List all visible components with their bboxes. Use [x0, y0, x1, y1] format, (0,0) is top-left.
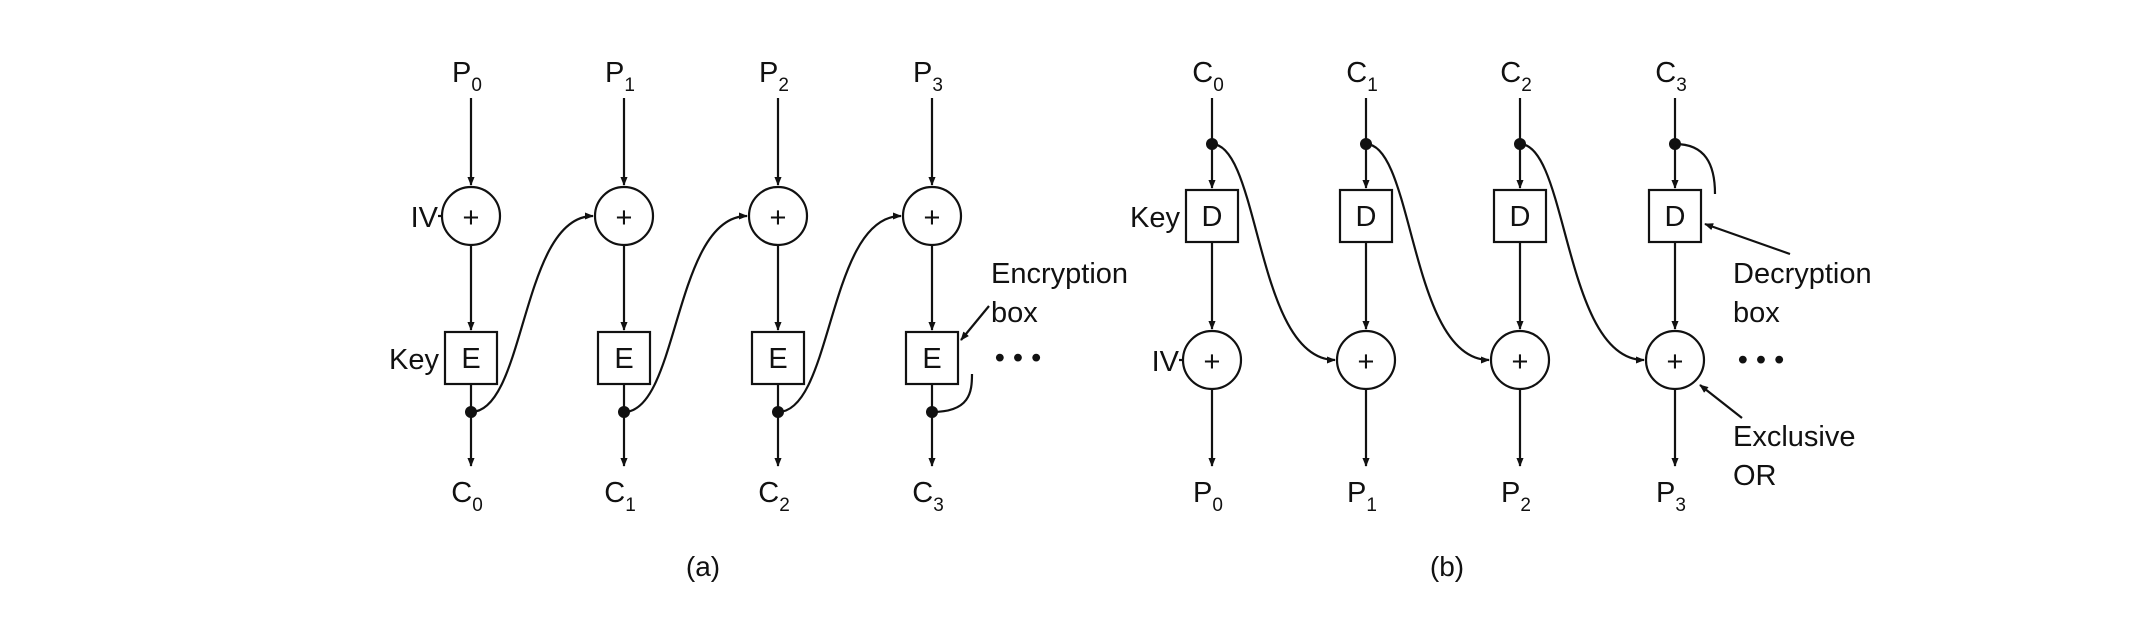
box-outline	[750, 330, 806, 386]
xor-plus-glyph: +	[924, 202, 941, 234]
box-letter: E	[922, 343, 941, 375]
xor-node: +	[593, 185, 655, 247]
box-outline	[596, 330, 652, 386]
decryption-box: D	[1338, 188, 1394, 244]
decryption-box: D	[1647, 188, 1703, 244]
annotation-pointer	[960, 305, 990, 341]
box-letter: D	[1510, 201, 1531, 233]
xor-node: +	[901, 185, 963, 247]
column-a-0: P0 + E C0	[440, 57, 502, 516]
encryption-box: E	[443, 330, 499, 386]
plaintext-label-p1: P1	[605, 57, 635, 96]
encryption-box: E	[750, 330, 806, 386]
xor-plus-glyph: +	[1667, 346, 1684, 378]
plaintext-label-p0: P0	[452, 57, 482, 96]
column-b-1: C1D + P1	[1335, 57, 1397, 516]
ciphertext-label-c1: C1	[604, 477, 636, 516]
annotation-box-line1: Decryption	[1733, 258, 1872, 290]
feedback-arrow-1	[1365, 142, 1490, 364]
xor-node: +	[440, 185, 502, 247]
xor-node: +	[1644, 329, 1706, 391]
annotation-xor-pointer	[1699, 384, 1743, 419]
encryption-box-annotation: Encryption box	[960, 258, 1128, 341]
feedback-arrow-1	[623, 212, 748, 414]
column-a-1: P1 + E C1	[593, 57, 655, 516]
key-label: Key	[1130, 202, 1180, 234]
annotation-xor-line2: OR	[1733, 460, 1777, 492]
box-letter: E	[768, 343, 787, 375]
plaintext-label-p2: P2	[1501, 477, 1531, 516]
ciphertext-label-c2: C2	[758, 477, 790, 516]
key-label: Key	[389, 344, 439, 376]
caption-b: (b)	[1430, 551, 1464, 582]
column-b-2: C2D + P2	[1489, 57, 1551, 516]
xor-plus-glyph: +	[463, 202, 480, 234]
decryption-box-annotation: Decryption box	[1704, 222, 1872, 329]
column-a-2: P2 + E C2	[747, 57, 809, 516]
annotation-box-line2: box	[1733, 297, 1780, 329]
ciphertext-label-c0: C0	[1192, 57, 1224, 96]
xor-plus-glyph: +	[770, 202, 787, 234]
box-letter: E	[461, 343, 480, 375]
ciphertext-label-c2: C2	[1500, 57, 1532, 96]
iv-label: IV	[1152, 346, 1180, 378]
feedback-arrow-2	[777, 212, 902, 414]
ciphertext-label-c3: C3	[1655, 57, 1687, 96]
decryption-box: D	[1184, 188, 1240, 244]
ellipsis: • • •	[995, 342, 1042, 374]
xor-plus-glyph: +	[1358, 346, 1375, 378]
column-b-3: C3D + P3	[1644, 57, 1706, 516]
annotation-line2: box	[991, 297, 1038, 329]
box-letter: D	[1665, 201, 1686, 233]
xor-node: +	[1181, 329, 1243, 391]
panel-a-encryption: P0 + E C0 P1 + E C1 P2 + E C2 P3 + E C3 IV Key Encryption b…	[389, 57, 1128, 582]
box-outline	[1647, 188, 1703, 244]
xor-node: +	[1489, 329, 1551, 391]
ciphertext-label-c0: C0	[451, 477, 483, 516]
box-outline	[443, 330, 499, 386]
box-letter: D	[1202, 201, 1223, 233]
annotation-box-pointer	[1704, 222, 1791, 256]
feedback-arrow-2	[1519, 142, 1645, 364]
xor-plus-glyph: +	[616, 202, 633, 234]
plaintext-label-p2: P2	[759, 57, 789, 96]
feedback-arrow-0	[1211, 142, 1336, 364]
box-letter: E	[614, 343, 633, 375]
iv-label: IV	[411, 202, 439, 234]
ellipsis: • • •	[1738, 344, 1785, 376]
encryption-box: E	[904, 330, 960, 386]
xor-plus-glyph: +	[1204, 346, 1221, 378]
plaintext-label-p3: P3	[913, 57, 943, 96]
feedback-arrow-0	[470, 212, 594, 414]
xor-node: +	[1335, 329, 1397, 391]
box-letter: D	[1356, 201, 1377, 233]
plaintext-label-p3: P3	[1656, 477, 1686, 516]
column-a-3: P3 + E C3	[901, 57, 963, 516]
feedback-curl-last	[931, 373, 974, 414]
caption-a: (a)	[686, 551, 720, 582]
column-b-0: C0D + P0	[1181, 57, 1243, 516]
box-outline	[904, 330, 960, 386]
xor-plus-glyph: +	[1512, 346, 1529, 378]
plaintext-label-p1: P1	[1347, 477, 1377, 516]
decryption-box: D	[1492, 188, 1548, 244]
ciphertext-label-c3: C3	[912, 477, 944, 516]
encryption-box: E	[596, 330, 652, 386]
plaintext-label-p0: P0	[1193, 477, 1223, 516]
annotation-line1: Encryption	[991, 258, 1128, 290]
ciphertext-label-c1: C1	[1346, 57, 1378, 96]
annotation-xor-line1: Exclusive	[1733, 421, 1856, 453]
feedback-curl-last	[1674, 142, 1717, 195]
xor-node: +	[747, 185, 809, 247]
